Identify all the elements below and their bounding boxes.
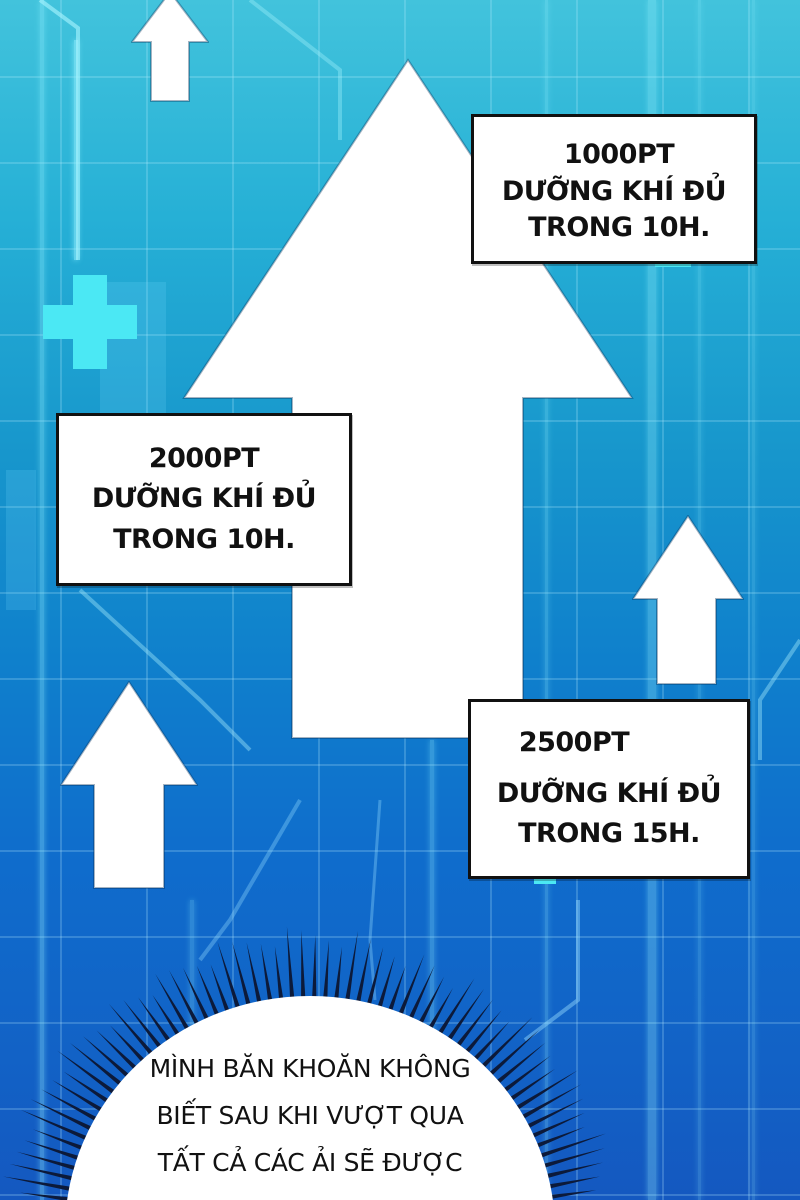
speech-bubble-text: MÌNH BĂN KHOĂN KHÔNG BIẾT SAU KHI VƯỢT Q… (100, 1045, 520, 1186)
info-box-2500pt: 2500PT DƯỠNG KHÍ ĐỦ TRONG 15H. (468, 699, 750, 879)
points-label: 2500PT (518, 727, 630, 759)
small-arrow-up-icon (60, 681, 198, 889)
points-label: 1000PT (563, 139, 675, 171)
small-arrow-up-icon (131, 0, 209, 102)
speech-line: MÌNH BĂN KHOĂN KHÔNG (149, 1054, 471, 1083)
oxygen-label: DƯỠNG KHÍ ĐỦ (496, 777, 722, 809)
speech-line: BIẾT SAU KHI VƯỢT QUA (156, 1101, 464, 1130)
info-box-2000pt: 2000PT DƯỠNG KHÍ ĐỦ TRONG 10H. (56, 413, 352, 586)
oxygen-label: DƯỠNG KHÍ ĐỦ (501, 175, 727, 207)
duration-label: TRONG 10H. (528, 212, 710, 244)
oxygen-label: DƯỠNG KHÍ ĐỦ (91, 483, 317, 515)
points-label: 2000PT (148, 442, 260, 474)
duration-label: TRONG 10H. (113, 523, 295, 555)
circuit-line (40, 0, 44, 1200)
duration-label: TRONG 15H. (518, 818, 700, 850)
small-arrow-up-icon (632, 515, 744, 685)
circuit-node (655, 262, 691, 267)
circuit-node (534, 878, 556, 884)
circuit-line (752, 0, 755, 1200)
circuit-line (648, 0, 656, 1200)
bg-panel (6, 470, 36, 610)
speech-line: TẤT CẢ CÁC ẢI SẼ ĐƯỢC (157, 1148, 463, 1177)
info-box-1000pt: 1000PT DƯỠNG KHÍ ĐỦ TRONG 10H. (471, 114, 757, 264)
circuit-line (545, 0, 548, 1200)
circuit-line (430, 740, 434, 1040)
